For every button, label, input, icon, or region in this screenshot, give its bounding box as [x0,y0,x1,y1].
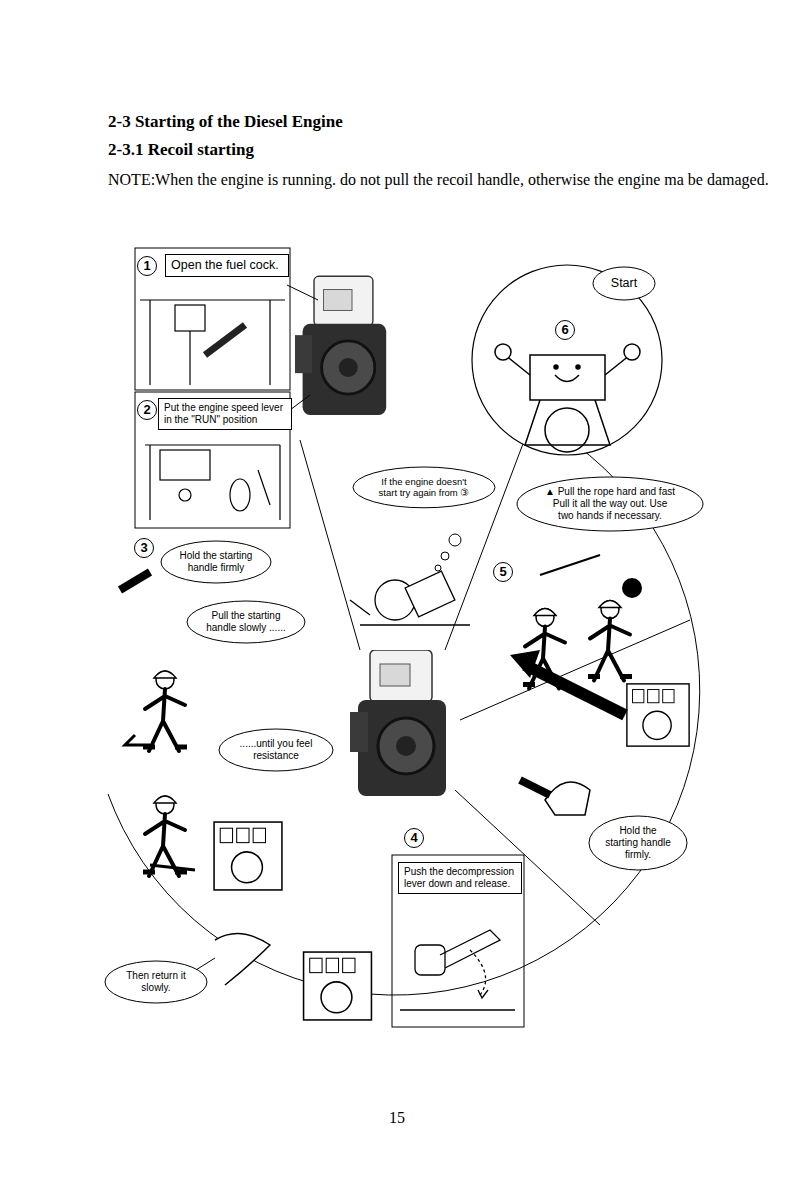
speech-bubble: Then return it slowly. [104,960,208,1004]
speech-bubble: Pull the starting handle slowly ...... [186,600,306,644]
instruction-text: ......until you feel resistance [236,738,316,762]
step-panel [392,855,524,1027]
instruction-text: Put the engine speed lever in the "RUN" … [164,402,286,426]
pull-arrow [510,650,540,678]
hand-drawing [215,934,270,985]
instruction-text: Pull the starting handle slowly ...... [204,610,288,634]
bubble-outline [353,467,495,508]
divider-line [300,420,690,925]
fuel-cock-drawing [140,300,285,385]
motion-arrow [125,735,195,870]
sleeping-engine [350,571,470,625]
speed-lever-drawing [145,445,280,520]
generator-figure [627,684,689,746]
hand-drawing [545,782,590,815]
bubble-outline [517,477,703,531]
step-panel [135,248,290,390]
speech-bubble: ......until you feel resistance [218,728,334,772]
page-number: 15 [389,1109,405,1127]
instruction-text: Hold the starting handle firmly. [603,825,673,861]
callout-number: 4 [404,828,424,848]
instruction-text: ▲ Pull the rope hard and fast [545,486,675,498]
instruction-text: Then return it slowly. [120,970,192,994]
callout-number: 2 [137,400,157,420]
speech-bubble: Hold the starting handle firmly [160,540,272,584]
instruction-text: If the engine doesn't start try again fr… [374,476,474,499]
bubble-outline [161,541,271,583]
engine-photo [295,276,386,415]
instruction-text: Start [602,276,646,291]
speech-bubble: Hold the starting handle firmly. [588,815,688,871]
start-circle [472,265,662,455]
callout-number: 3 [134,538,154,558]
worker-figure [588,601,632,681]
rocket-drawing [540,555,600,575]
bubble-outline [105,961,207,1003]
instruction-box: Put the engine speed lever in the "RUN" … [158,398,292,430]
generator-figure [214,822,282,890]
instruction-box: Open the fuel cock. [165,254,289,277]
handle-drawing [120,572,150,590]
engine-photo [350,650,446,796]
bubble-outline [219,729,333,771]
pull-arrow [525,665,625,715]
callout-number: 5 [493,562,513,582]
note-text: NOTE:When the engine is running. do not … [108,168,780,193]
callout-number: 1 [137,256,157,276]
thought-bubble: If the engine doesn't start try again fr… [352,466,496,509]
sound-mark [622,578,642,598]
instruction-text: Pull it all the way out. Use two hands i… [545,498,675,522]
leader-line [287,285,318,410]
happy-engine [495,344,640,452]
worker-figure [143,796,187,876]
instruction-text: Hold the starting handle firmly [177,550,255,574]
instruction-box: Push the decompression lever down and re… [398,862,522,894]
instruction-text: Open the fuel cock. [171,258,283,273]
bubble-outline [589,816,687,870]
speech-bubble: ▲ Pull the rope hard and fastPull it all… [516,476,704,532]
bubble-outline [593,267,655,300]
worker-figure [143,671,187,751]
bubble-outline [187,601,305,643]
page-title: 2-3 Starting of the Diesel Engine [108,112,343,132]
callout-number: 6 [555,320,575,340]
generator-figure [304,952,372,1020]
instruction-text: Push the decompression lever down and re… [404,866,516,890]
decompression-lever-drawing [400,930,515,1010]
section-heading: 2-3.1 Recoil starting [108,140,254,160]
handle-drawing [520,780,550,795]
speech-bubble: Start [592,266,656,301]
sequence-ring [108,400,700,995]
